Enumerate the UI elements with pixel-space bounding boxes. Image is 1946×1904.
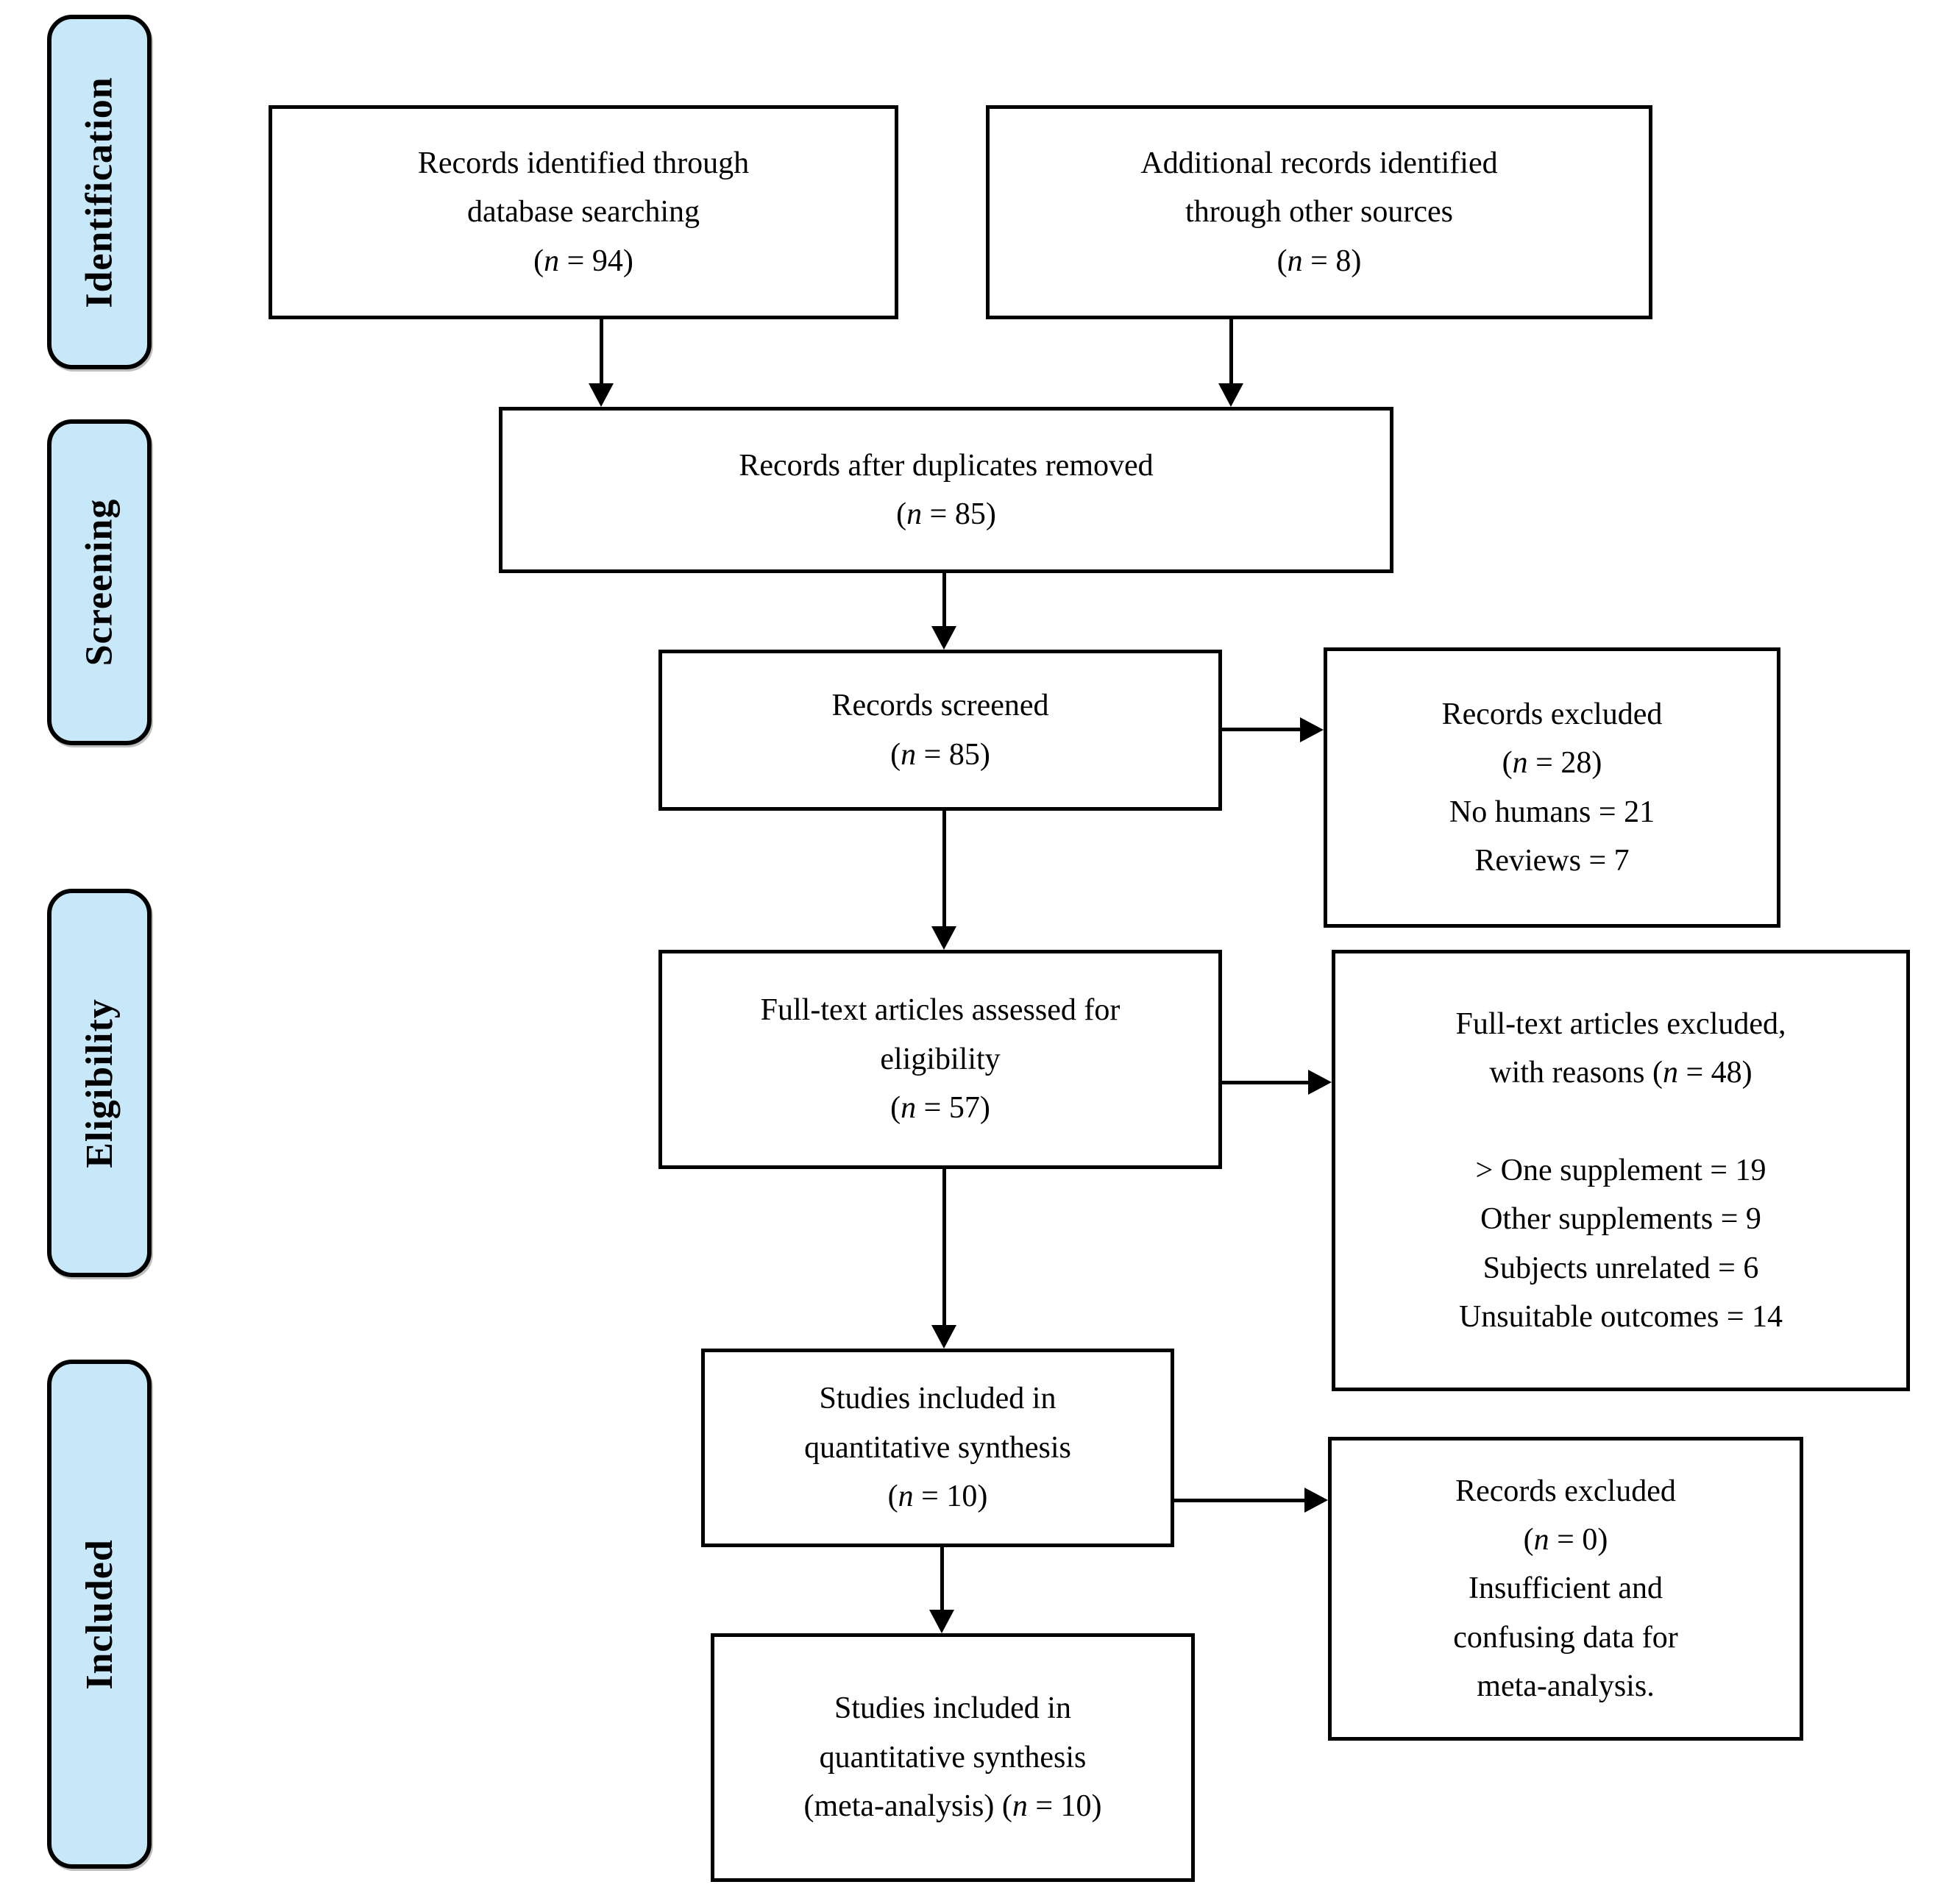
box-line: meta-analysis. [1477, 1669, 1655, 1704]
box-line: Records excluded [1441, 697, 1663, 731]
flow-box-fulltext-articles-excluded: Full-text articles excluded, with reason… [1332, 950, 1910, 1391]
stage-tab-screening: Screening [47, 419, 152, 745]
box-line: (n = 85) [896, 497, 996, 531]
flow-box-fulltext-articles-assessed: Full-text articles assessed for eligibil… [658, 950, 1222, 1169]
box-line: Records screened [831, 689, 1049, 723]
box-line: quantitative synthesis [804, 1430, 1071, 1465]
box-line: eligibility [880, 1042, 1001, 1076]
box-line: No humans = 21 [1449, 795, 1655, 829]
stage-label-screening: Screening [78, 498, 121, 667]
arrow-shaft [1229, 319, 1233, 386]
arrow-shaft [600, 319, 603, 386]
arrow-head-down-icon [929, 1610, 954, 1633]
box-line: Additional records identified [1140, 146, 1498, 180]
box-line: > One supplement = 19 [1475, 1153, 1766, 1187]
box-line: Subjects unrelated = 6 [1482, 1251, 1759, 1285]
stage-label-identification: Identification [78, 76, 121, 308]
arrow-head-right-icon [1300, 717, 1324, 742]
arrow-shaft [940, 1546, 944, 1614]
box-line [1335, 1097, 1906, 1145]
box-line: (n = 8) [1276, 244, 1362, 278]
arrow-shaft [942, 1168, 946, 1328]
flow-box-records-screened: Records screened (n = 85) [658, 650, 1222, 811]
box-line: Studies included in [819, 1382, 1057, 1416]
arrow-head-down-icon [589, 383, 614, 407]
arrow-shaft [1221, 1081, 1311, 1084]
stage-label-eligibility: Eligibility [78, 998, 121, 1168]
arrow-shaft [942, 810, 946, 929]
box-line: Other supplements = 9 [1480, 1202, 1761, 1237]
box-line: (meta-analysis) (n = 10) [803, 1789, 1102, 1824]
box-line: Studies included in [834, 1691, 1071, 1726]
box-line: Reviews = 7 [1474, 843, 1630, 878]
stage-label-included: Included [78, 1538, 121, 1690]
box-line: (n = 0) [1523, 1522, 1608, 1557]
arrow-head-right-icon [1308, 1070, 1332, 1095]
flow-box-records-excluded-meta-analysis: Records excluded (n = 0) Insufficient an… [1328, 1437, 1803, 1741]
flow-box-records-after-duplicates-removed: Records after duplicates removed (n = 85… [499, 407, 1393, 573]
box-line: (n = 85) [890, 737, 990, 772]
box-line: (n = 28) [1502, 746, 1602, 781]
box-line: Records identified through [417, 146, 750, 180]
flow-box-studies-included-quantitative-synthesis: Studies included in quantitative synthes… [701, 1349, 1174, 1547]
box-line: database searching [466, 195, 700, 230]
box-line: Insufficient and [1469, 1571, 1663, 1606]
box-line: (n = 57) [890, 1091, 990, 1126]
arrow-head-down-icon [1218, 383, 1243, 407]
box-line: (n = 94) [533, 244, 633, 278]
arrow-head-right-icon [1304, 1488, 1328, 1513]
arrow-shaft [1221, 728, 1304, 731]
arrow-shaft [1173, 1499, 1307, 1502]
box-line: Full-text articles excluded, [1455, 1006, 1786, 1041]
flow-box-studies-included-meta-analysis: Studies included in quantitative synthes… [711, 1633, 1195, 1882]
box-line: with reasons (n = 48) [1489, 1056, 1753, 1090]
arrow-head-down-icon [931, 1325, 956, 1349]
arrow-head-down-icon [931, 926, 956, 950]
box-line: Records after duplicates removed [739, 448, 1154, 483]
stage-tab-identification: Identification [47, 15, 152, 369]
box-line: Unsuitable outcomes = 14 [1458, 1299, 1783, 1334]
arrow-shaft [942, 572, 946, 629]
box-line: (n = 10) [887, 1479, 988, 1514]
flow-box-records-excluded-screening: Records excluded (n = 28) No humans = 21… [1324, 647, 1780, 928]
stage-tab-eligibility: Eligibility [47, 889, 152, 1277]
flow-box-records-identified-database: Records identified through database sear… [269, 105, 898, 319]
box-line: quantitative synthesis [819, 1740, 1087, 1775]
stage-tab-included: Included [47, 1360, 152, 1869]
box-line: Full-text articles assessed for [760, 993, 1121, 1028]
box-line: through other sources [1185, 195, 1453, 230]
flow-box-additional-records-other-sources: Additional records identified through ot… [986, 105, 1652, 319]
box-line: Records excluded [1455, 1474, 1676, 1508]
box-line: confusing data for [1453, 1620, 1678, 1655]
arrow-head-down-icon [931, 626, 956, 650]
